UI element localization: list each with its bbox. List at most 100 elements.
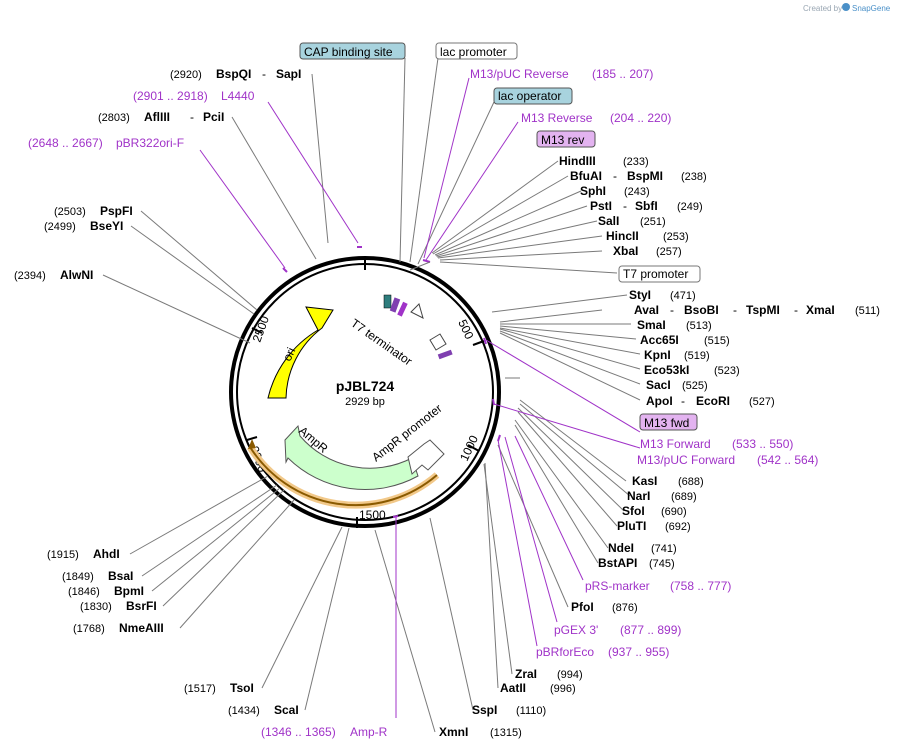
feature-lac-operator[interactable]: lac operator <box>493 87 573 105</box>
enzyme-nmeaiii[interactable]: (1768) NmeAIII <box>73 621 164 635</box>
enzyme-kpni[interactable]: KpnI (519) <box>644 348 710 362</box>
svg-text:-: - <box>794 303 798 317</box>
enzyme-styi[interactable]: StyI (471) <box>629 288 696 302</box>
ampr-promoter-feature[interactable] <box>407 439 445 475</box>
svg-text:(1315): (1315) <box>490 727 522 739</box>
svg-text:EcoRI: EcoRI <box>696 394 730 408</box>
t7-terminator-label: T7 terminator <box>348 316 414 368</box>
feature-lac-promoter[interactable]: lac promoter <box>435 42 518 60</box>
feature-m13-rev[interactable]: M13 rev <box>536 130 596 148</box>
feature-m13-fwd[interactable]: M13 fwd <box>639 413 698 431</box>
enzyme-pspfi[interactable]: (2503) PspFI <box>54 204 133 218</box>
cap-site-mark <box>383 294 392 309</box>
enzyme-alwni[interactable]: (2394) AlwNI <box>14 268 93 282</box>
enzyme-sfoi[interactable]: SfoI (690) <box>622 504 687 518</box>
svg-text:PciI: PciI <box>203 110 224 124</box>
svg-text:(525): (525) <box>682 380 708 392</box>
enzyme-bstapi[interactable]: BstAPI (745) <box>598 556 675 570</box>
enzyme-tsoi[interactable]: (1517) TsoI <box>184 681 254 695</box>
primer-m13-reverse[interactable]: M13 Reverse (204 .. 220) <box>521 111 671 125</box>
svg-text:lac operator: lac operator <box>498 89 561 103</box>
svg-text:(253): (253) <box>663 231 689 243</box>
svg-text:BsrFI: BsrFI <box>126 599 157 613</box>
svg-text:(996): (996) <box>550 683 576 695</box>
svg-text:(513): (513) <box>686 320 712 332</box>
svg-text:XmaI: XmaI <box>806 303 835 317</box>
enzyme-ndei[interactable]: NdeI (741) <box>608 541 677 555</box>
svg-text:-: - <box>623 199 627 213</box>
enzyme-bpmi[interactable]: (1846) BpmI <box>68 584 144 598</box>
enzyme-bsai[interactable]: (1849) BsaI <box>62 569 133 583</box>
svg-text:(745): (745) <box>649 558 675 570</box>
tick-label-1500: 1500 <box>359 508 386 522</box>
feature-cap-binding-site[interactable]: CAP binding site <box>299 42 406 60</box>
svg-text:(690): (690) <box>661 506 687 518</box>
enzyme-eco53ki[interactable]: Eco53kI (523) <box>644 363 740 377</box>
enzyme-aatii[interactable]: AatII (996) <box>500 681 576 695</box>
svg-text:AlwNI: AlwNI <box>60 268 93 282</box>
enzyme-xmni[interactable]: XmnI (1315) <box>439 725 522 739</box>
enzyme-bfuai[interactable]: BfuAI - BspMI (238) <box>570 169 707 183</box>
enzyme-hincii[interactable]: HincII (253) <box>606 229 689 243</box>
ampr-feature[interactable] <box>284 424 419 491</box>
credit-created-by: Created by <box>803 4 842 13</box>
primer-pbrforeco[interactable]: pBRforEco (937 .. 955) <box>536 645 669 659</box>
credit-brand[interactable]: SnapGene <box>852 4 891 13</box>
t7-terminator-cluster <box>383 294 453 360</box>
svg-text:pGEX 3': pGEX 3' <box>554 623 598 637</box>
svg-text:(1768): (1768) <box>73 623 105 635</box>
primer-l4440[interactable]: (2901 .. 2918) L4440 <box>133 89 255 103</box>
enzyme-bseyi[interactable]: (2499) BseYI <box>44 219 123 233</box>
enzyme-bsrfi[interactable]: (1830) BsrFI <box>80 599 157 613</box>
svg-text:BsaI: BsaI <box>108 569 133 583</box>
enzyme-sphi[interactable]: SphI (243) <box>580 184 650 198</box>
svg-text:CAP binding site: CAP binding site <box>304 45 393 59</box>
enzyme-psti[interactable]: PstI - SbfI (249) <box>590 199 703 213</box>
primer-pbr322ori[interactable]: (2648 .. 2667) pBR322ori-F <box>28 136 184 150</box>
svg-text:(2499): (2499) <box>44 221 76 233</box>
primer-prs-marker[interactable]: pRS-marker (758 .. 777) <box>585 579 731 593</box>
enzyme-sspi[interactable]: SspI (1110) <box>472 703 546 717</box>
enzyme-bspqi[interactable]: (2920) BspQI - SapI <box>170 67 301 81</box>
svg-text:StyI: StyI <box>629 288 651 302</box>
enzyme-kasi[interactable]: KasI (688) <box>632 474 704 488</box>
svg-text:(533 .. 550): (533 .. 550) <box>732 437 793 451</box>
primer-amp-r[interactable]: (1346 .. 1365) Amp-R <box>261 725 388 739</box>
svg-text:AflIII: AflIII <box>144 110 170 124</box>
enzyme-saci[interactable]: SacI (525) <box>646 378 708 392</box>
enzyme-afliii[interactable]: (2803) AflIII - PciI <box>98 110 224 124</box>
enzyme-pluti[interactable]: PluTI (692) <box>617 519 691 533</box>
primer-m13-forward[interactable]: M13 Forward (533 .. 550) <box>640 437 793 451</box>
enzyme-smai[interactable]: SmaI (513) <box>637 318 712 332</box>
svg-text:(519): (519) <box>684 350 710 362</box>
svg-text:-: - <box>613 169 617 183</box>
enzyme-hindiii[interactable]: HindIII (233) <box>559 154 649 168</box>
feature-t7-promoter[interactable]: T7 promoter <box>618 265 701 283</box>
enzyme-sali[interactable]: SalI (251) <box>598 214 666 228</box>
svg-text:Acc65I: Acc65I <box>640 333 679 347</box>
enzyme-nari[interactable]: NarI (689) <box>627 489 697 503</box>
svg-text:-: - <box>262 67 266 81</box>
enzyme-apoi[interactable]: ApoI - EcoRI (527) <box>646 394 775 408</box>
ori-label: ori <box>280 345 298 363</box>
svg-text:-: - <box>733 303 737 317</box>
primer-m13puc-fwd[interactable]: M13/pUC Forward (542 .. 564) <box>637 453 818 467</box>
lac-promoter-mark <box>389 297 401 313</box>
leader-lines <box>102 57 641 733</box>
svg-text:HincII: HincII <box>606 229 639 243</box>
svg-text:(741): (741) <box>651 543 677 555</box>
enzyme-acc65i[interactable]: Acc65I (515) <box>640 333 730 347</box>
enzyme-avai[interactable]: AvaI - BsoBI - TspMI - XmaI (511) <box>634 303 880 317</box>
svg-text:(1434): (1434) <box>228 705 260 717</box>
svg-text:BfuAI: BfuAI <box>570 169 602 183</box>
enzyme-pfoi[interactable]: PfoI (876) <box>571 600 638 614</box>
enzyme-ahdi[interactable]: (1915) AhdI <box>47 547 120 561</box>
ori-feature[interactable] <box>267 306 334 399</box>
svg-text:SapI: SapI <box>276 67 301 81</box>
primer-pgex3[interactable]: pGEX 3' (877 .. 899) <box>554 623 681 637</box>
primer-m13puc-rev[interactable]: M13/pUC Reverse (185 .. 207) <box>470 67 653 81</box>
enzyme-scai[interactable]: (1434) ScaI <box>228 703 299 717</box>
enzyme-xbai[interactable]: XbaI (257) <box>613 244 682 258</box>
enzyme-zrai[interactable]: ZraI (994) <box>515 667 583 681</box>
